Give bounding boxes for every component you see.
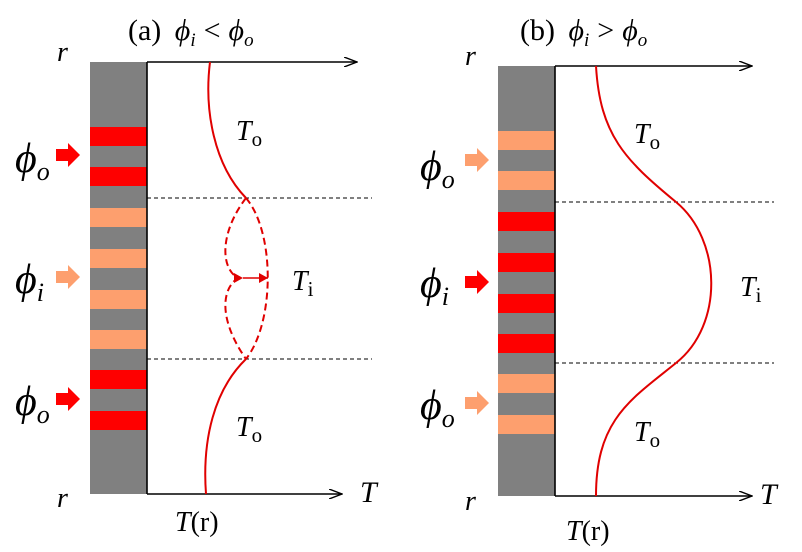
panel-a: (a) ϕi<ϕo r r T — [15, 14, 379, 538]
panel-b-t-outer-top: To — [634, 119, 660, 154]
panel-a-t-outer-bottom: To — [236, 412, 262, 447]
panel-a-arrow-bot — [56, 387, 80, 411]
panel-a-stripes — [90, 127, 147, 430]
panel-a-r-top: r — [57, 37, 68, 68]
panel-a-curve-bottom — [204, 358, 247, 495]
panel-a-t-axis-label: T — [360, 476, 379, 509]
panel-a-curve-inner-left — [224, 197, 247, 360]
panel-b-curve — [595, 65, 713, 497]
panel-a-phi-bot: ϕo — [15, 379, 50, 429]
panel-b-arrow-top — [465, 148, 489, 172]
panel-b-t-outer-bottom: To — [634, 417, 660, 452]
panel-b-t-axis-label: T — [760, 478, 779, 511]
panel-a-t-func-label: T(r) — [175, 507, 219, 538]
panel-a-r-bottom: r — [57, 483, 68, 514]
panel-b-title: (b) ϕi>ϕo — [520, 14, 647, 51]
panel-a-curve-top — [207, 61, 247, 199]
panel-b-r-bottom: r — [465, 486, 476, 517]
panel-a-phi-top: ϕo — [15, 136, 50, 186]
panel-a-t-outer-top: To — [236, 116, 262, 151]
panel-a-phi-mid: ϕi — [15, 257, 44, 307]
panel-a-arrow-mid — [56, 265, 80, 289]
panel-b-t-inner: Ti — [740, 272, 762, 307]
panel-a-arrow-top — [56, 143, 80, 167]
panel-b-phi-bot: ϕo — [420, 383, 455, 433]
panel-a-t-inner: Ti — [292, 266, 314, 301]
panel-a-title: (a) ϕi<ϕo — [128, 14, 254, 51]
panel-b-r-top: r — [465, 41, 476, 72]
panel-b-stripes — [498, 131, 555, 434]
panel-b-arrow-mid — [465, 270, 489, 294]
panel-b: (b) ϕi>ϕo r r T T(r) — [420, 14, 779, 547]
panel-b-phi-mid: ϕi — [420, 261, 449, 311]
panel-b-t-func-label: T(r) — [566, 516, 610, 547]
panel-b-phi-top: ϕo — [420, 144, 455, 194]
panel-b-arrow-bot — [465, 391, 489, 415]
